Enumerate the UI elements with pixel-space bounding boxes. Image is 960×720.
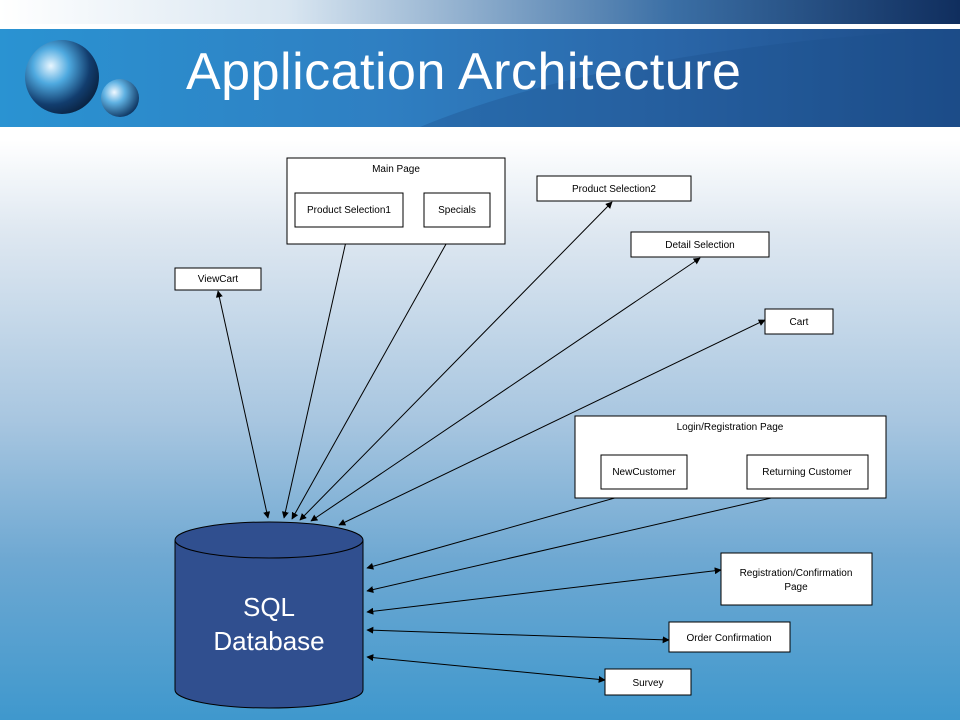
globe-logo-icon — [25, 40, 139, 117]
arrow-product-selection2 — [299, 201, 613, 521]
arrow-viewcart — [215, 290, 271, 519]
detail-selection-label: Detail Selection — [665, 240, 734, 251]
product-selection2-node: Product Selection2 — [536, 175, 692, 202]
order-confirmation-label: Order Confirmation — [686, 633, 771, 644]
page-title: Application Architecture — [186, 43, 742, 101]
arrow-order-confirmation — [366, 626, 670, 644]
arrow-registration-confirmation — [366, 567, 722, 615]
registration-confirmation-node: Registration/Confirmation Page — [720, 552, 873, 606]
viewcart-label: ViewCart — [198, 274, 239, 285]
database-label-line1: SQL — [243, 592, 295, 622]
cart-label: Cart — [790, 317, 809, 328]
survey-node: Survey — [604, 668, 692, 696]
registration-confirmation-label: Registration/Confirmation — [740, 568, 853, 579]
top-bar — [0, 0, 960, 24]
product-selection2-label: Product Selection2 — [572, 184, 656, 195]
specials-label: Specials — [438, 205, 476, 216]
detail-selection-node: Detail Selection — [630, 231, 770, 258]
main-page-node: Main Page Product Selection1 Specials — [286, 157, 506, 245]
viewcart-node: ViewCart — [174, 267, 262, 291]
login-registration-label: Login/Registration Page — [677, 422, 784, 433]
connector-arrows — [215, 201, 807, 683]
new-customer-label: NewCustomer — [612, 467, 676, 478]
header-banner — [0, 29, 960, 127]
cart-node: Cart — [764, 308, 834, 335]
product-selection1-label: Product Selection1 — [307, 205, 391, 216]
main-page-label: Main Page — [372, 164, 420, 175]
order-confirmation-node: Order Confirmation — [668, 621, 791, 653]
architecture-diagram: Main Page Product Selection1 Specials Pr… — [174, 157, 887, 709]
registration-confirmation-label-line2: Page — [784, 582, 808, 593]
arrow-survey — [366, 654, 606, 683]
returning-customer-label: Returning Customer — [762, 467, 852, 478]
sql-database-node: SQL Database — [174, 521, 364, 709]
arrow-new-customer — [366, 488, 644, 570]
survey-label: Survey — [632, 678, 663, 689]
header-swoosh — [420, 29, 960, 127]
database-label-line2: Database — [213, 626, 324, 656]
login-registration-node: Login/Registration Page NewCustomer Retu… — [574, 415, 887, 499]
